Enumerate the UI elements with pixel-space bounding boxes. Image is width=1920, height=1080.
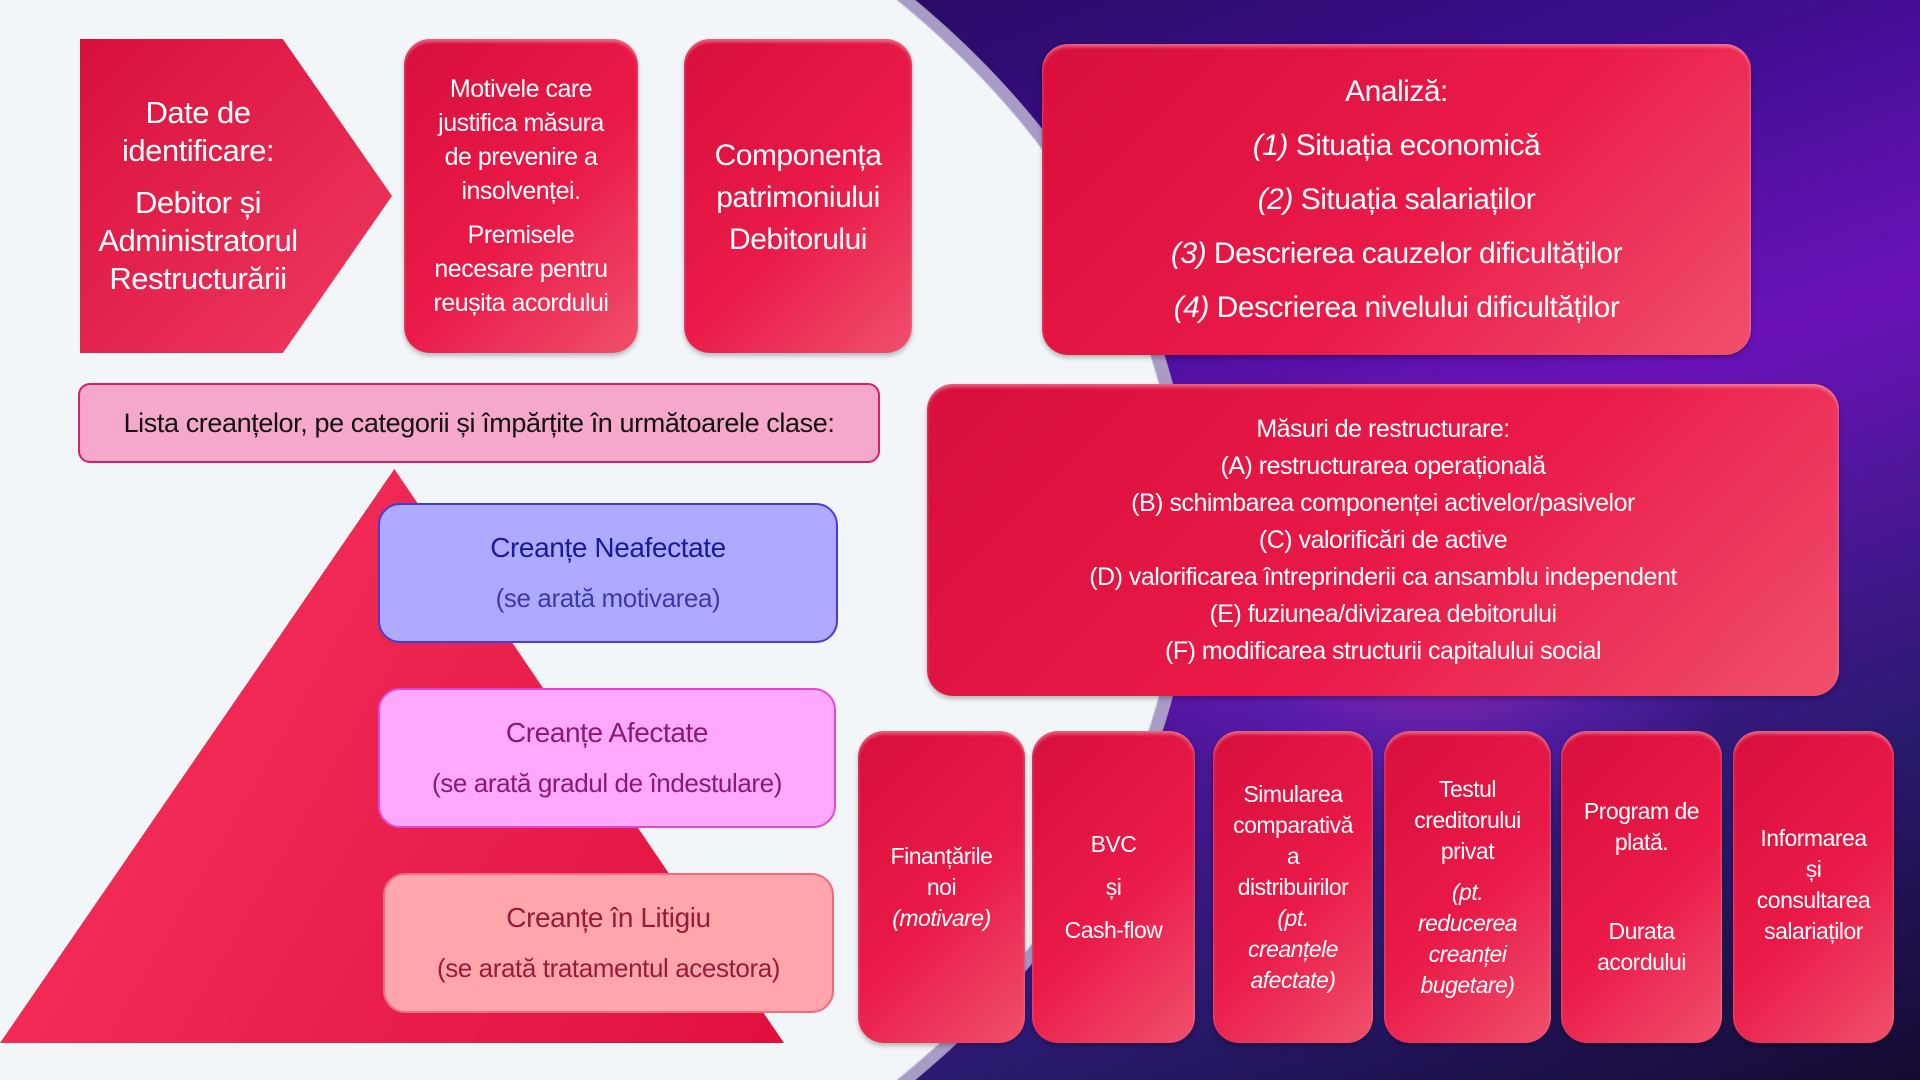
text-line: BVC	[1090, 830, 1137, 857]
text-line: creanțele	[1247, 935, 1339, 962]
class-title: Creanțe Neafectate	[490, 532, 726, 563]
analysis-item: (3) Descrierea cauzelor dificultăților	[1170, 227, 1623, 281]
analysis-item: (4) Descrierea nivelului dificultăților	[1174, 281, 1620, 335]
text-line: Durata	[1608, 918, 1675, 944]
measure-text: fuziunea/divizarea debitorului	[1247, 599, 1557, 628]
measure-text: valorificarea întreprinderii ca ansamblu…	[1128, 562, 1677, 591]
analysis-title: Analiză:	[1345, 74, 1448, 108]
item-number: (4)	[1173, 290, 1210, 324]
text-line: plată.	[1614, 829, 1669, 855]
measure-letter: (D)	[1089, 562, 1123, 591]
text-line: (pt.	[1277, 904, 1309, 931]
measures-title: Măsuri de restructurare:	[1256, 414, 1510, 443]
measure-item: (D) valorificarea întreprinderii ca ansa…	[1089, 559, 1677, 596]
measure-text: restructurarea operațională	[1258, 451, 1546, 480]
text-line: bugetare)	[1420, 971, 1515, 998]
measure-letter: (E)	[1209, 599, 1242, 628]
text-line: Motivele care	[449, 75, 593, 103]
class-subtitle: (se arată tratamentul acestora)	[436, 953, 781, 983]
column-new-financing: Finanțările noi (motivare)	[858, 731, 1025, 1043]
text-line: Finanțările	[890, 842, 993, 869]
measure-letter: (F)	[1165, 636, 1196, 665]
text-line: Debitor și	[135, 185, 261, 220]
text-line: patrimoniului	[716, 181, 880, 214]
text-line: de prevenire a	[444, 143, 598, 171]
text-line: Testul	[1438, 775, 1497, 802]
claims-list-header: Lista creanțelor, pe categorii și împărț…	[78, 383, 880, 463]
text-line: insolvenței.	[461, 177, 581, 205]
text-line: Debitorului	[729, 223, 867, 256]
text-line: acordului	[1597, 949, 1686, 975]
column-private-creditor-test: Testul creditorului privat (pt. reducere…	[1384, 731, 1551, 1043]
text-line: Date de	[145, 95, 251, 130]
text-line: creanței	[1428, 940, 1507, 967]
text-line: Componența	[714, 139, 882, 172]
text-line: Cash-flow	[1064, 916, 1163, 943]
measure-item: (F) modificarea structurii capitalului s…	[1165, 633, 1602, 670]
measure-text: valorificări de active	[1298, 525, 1508, 554]
item-text: Descrierea cauzelor dificultăților	[1213, 236, 1623, 270]
text-line: reducerea	[1417, 909, 1518, 936]
motives-box: Motivele care justifica măsura de preven…	[404, 39, 638, 353]
text-line: necesare pentru	[434, 255, 608, 283]
class-subtitle: (se arată gradul de îndestulare)	[432, 768, 782, 798]
measures-box: Măsuri de restructurare: (A) restructura…	[927, 384, 1839, 696]
measure-item: (E) fuziunea/divizarea debitorului	[1209, 596, 1557, 633]
text-line: a	[1286, 842, 1300, 869]
class-affected: Creanțe Afectate (se arată gradul de înd…	[378, 688, 836, 828]
column-payment-program: Program de plată. Durata acordului	[1561, 731, 1722, 1043]
analysis-box: Analiză: (1) Situația economică (2) Situ…	[1042, 44, 1751, 355]
item-text: Situația salariaților	[1300, 182, 1536, 216]
text-line: reușita acordului	[433, 289, 609, 317]
text-line: (motivare)	[892, 904, 991, 931]
item-text: Situația economică	[1295, 128, 1541, 162]
measure-letter: (C)	[1258, 525, 1293, 554]
text-line: (pt.	[1451, 878, 1484, 905]
text-line: noi	[926, 873, 957, 900]
text-line: Program de	[1583, 798, 1700, 824]
text-line: salariaților	[1764, 918, 1863, 944]
item-number: (1)	[1252, 128, 1289, 162]
column-comparative-simulation: Simularea comparativă a distribuirilor (…	[1213, 731, 1373, 1043]
text-line: Administratorul	[98, 223, 298, 258]
text-line: privat	[1440, 837, 1495, 864]
text-line: Informarea	[1760, 825, 1867, 851]
measure-letter: (B)	[1131, 488, 1163, 517]
text-line: și	[1105, 873, 1122, 900]
text-line: Premisele	[467, 221, 575, 249]
measure-item: (A) restructurarea operațională	[1221, 448, 1546, 485]
text-line: Restructurării	[109, 261, 287, 296]
text-line: comparativă	[1233, 811, 1353, 838]
item-number: (2)	[1257, 182, 1294, 216]
text-line: distribuirilor	[1237, 873, 1349, 900]
measure-text: modificarea structurii capitalului socia…	[1201, 636, 1602, 665]
assets-box: Componența patrimoniului Debitorului	[684, 39, 912, 353]
measure-item: (C) valorificări de active	[1258, 522, 1508, 559]
identification-text: Date de identificare: Debitor și Adminis…	[80, 39, 316, 353]
column-bvc-cashflow: BVC și Cash-flow	[1032, 731, 1195, 1043]
class-subtitle: (se arată motivarea)	[495, 583, 721, 613]
measure-letter: (A)	[1220, 451, 1253, 480]
text-line: identificare:	[121, 133, 275, 168]
text-line: și	[1805, 856, 1822, 882]
measure-text: schimbarea componenței activelor/pasivel…	[1169, 488, 1635, 517]
class-title: Creanțe în Litigiu	[506, 902, 711, 933]
text-line: consultarea	[1756, 887, 1871, 913]
text-line: creditorului	[1414, 806, 1521, 833]
item-number: (3)	[1170, 236, 1207, 270]
class-title: Creanțe Afectate	[505, 717, 709, 748]
text-line: afectate)	[1250, 966, 1337, 993]
item-text: Descrierea nivelului dificultăților	[1216, 290, 1620, 324]
claims-list-title: Lista creanțelor, pe categorii și împărț…	[123, 407, 835, 438]
analysis-item: (2) Situația salariaților	[1258, 173, 1536, 227]
analysis-item: (1) Situația economică	[1253, 119, 1541, 173]
measure-item: (B) schimbarea componenței activelor/pas…	[1131, 485, 1635, 522]
text-line: Simularea	[1243, 780, 1343, 807]
class-unaffected: Creanțe Neafectate (se arată motivarea)	[378, 503, 838, 643]
text-line: justifica măsura	[438, 109, 604, 137]
column-employee-consultation: Informarea și consultarea salariaților	[1733, 731, 1894, 1043]
class-litigation: Creanțe în Litigiu (se arată tratamentul…	[383, 873, 834, 1013]
